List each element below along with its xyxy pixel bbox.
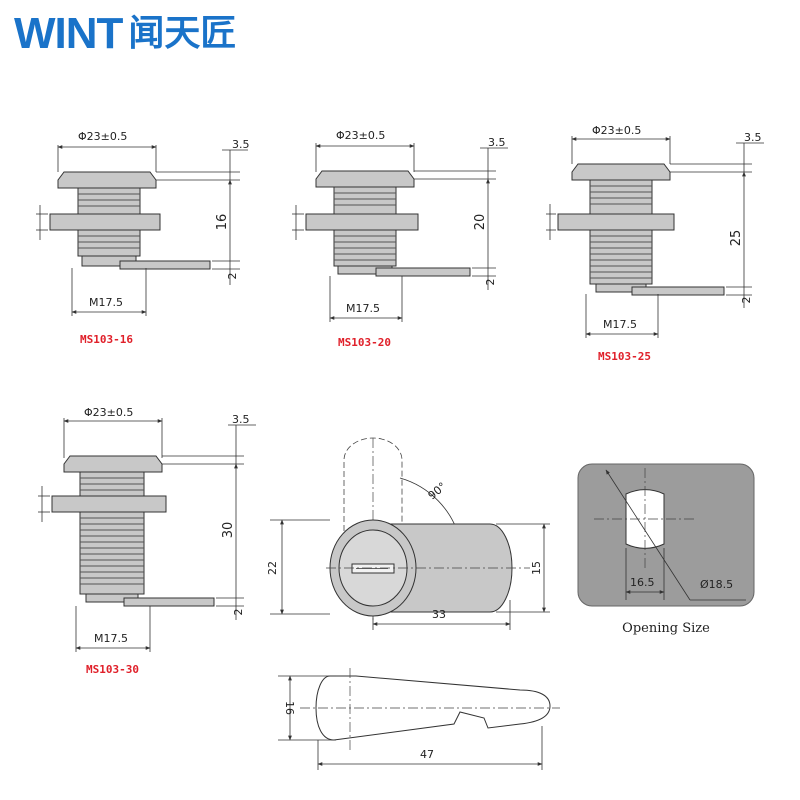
front-width-label: 33 [432, 608, 446, 621]
model-label: MS103-25 [598, 350, 651, 363]
side-view-ms103-16: Φ23±0.5 3.5 16 2 M17.5 MS103-16 [36, 130, 250, 346]
side-view-ms103-20: Φ23±0.5 3.5 20 2 M17.5 MS103-20 [292, 129, 508, 349]
cam-width-label: 15 [530, 561, 543, 575]
side-view-ms103-25: Φ23±0.5 3.5 25 2 M17.5 MS103-25 [546, 124, 764, 363]
length-label: 25 [729, 230, 744, 247]
cam-length-label: 47 [420, 748, 434, 761]
length-label: 20 [473, 214, 488, 231]
cam-thickness-label: 2 [740, 297, 753, 304]
thread-label: M17.5 [603, 318, 637, 331]
opening-caption: Opening Size [622, 621, 710, 636]
opening-width-label: 16.5 [630, 576, 655, 589]
brand-name-cjk: 闻天匠 [128, 13, 237, 54]
head-height-label: 3.5 [488, 136, 506, 149]
brand-name-latin: WINT [14, 9, 123, 58]
cam-thickness-label: 2 [232, 609, 245, 616]
rotation-angle-label: 90° [426, 480, 449, 502]
side-view-ms103-30: Φ23±0.5 3.5 30 2 M17.5 MS103-30 [38, 406, 256, 676]
head-height-label: 3.5 [232, 413, 250, 426]
model-label: MS103-16 [80, 333, 133, 346]
cam-height-label: 16 [283, 701, 296, 715]
opening-size-panel: Ø18.5 16.5 Opening Size [577, 463, 755, 636]
length-label: 30 [221, 522, 236, 539]
length-label: 16 [215, 214, 230, 231]
front-view: 90° 22 15 33 [266, 437, 550, 630]
cam-thickness-label: 2 [226, 273, 239, 280]
diameter-label: Φ23±0.5 [336, 129, 385, 142]
thread-label: M17.5 [346, 302, 380, 315]
opening-diameter-label: Ø18.5 [700, 578, 733, 591]
diameter-label: Φ23±0.5 [84, 406, 133, 419]
model-label: MS103-30 [86, 663, 139, 676]
cam-thickness-label: 2 [484, 279, 497, 286]
head-height-label: 3.5 [232, 138, 250, 151]
thread-label: M17.5 [94, 632, 128, 645]
thread-label: M17.5 [89, 296, 123, 309]
head-height-label: 3.5 [744, 131, 762, 144]
diameter-label: Φ23±0.5 [78, 130, 127, 143]
model-label: MS103-20 [338, 336, 391, 349]
front-height-label: 22 [266, 561, 279, 575]
cam-plate-view: 16 47 [278, 668, 560, 770]
brand-logo: WINT 闻天匠 [14, 12, 236, 56]
diameter-label: Φ23±0.5 [592, 124, 641, 137]
